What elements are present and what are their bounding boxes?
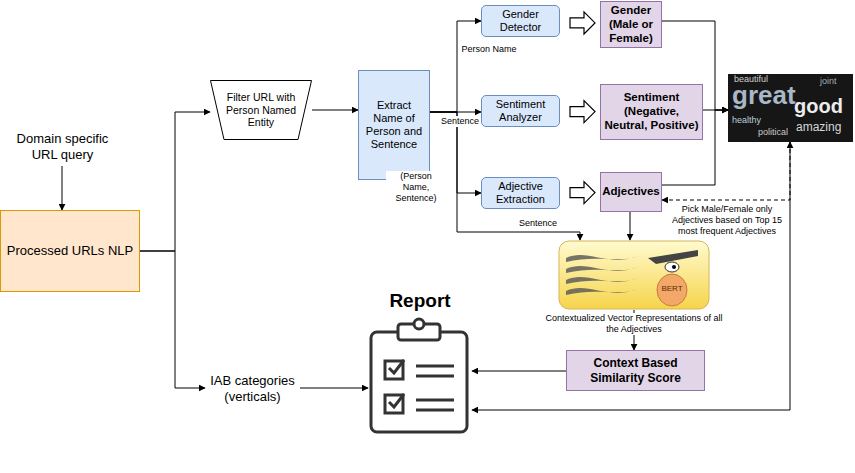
bert-picture [558,240,710,310]
output-box: Sentiment (Negative, Neutral, Positive) [600,84,703,140]
node-text: Sentiment (Negative, Neutral, Positive) [604,91,699,132]
process-box: Processed URLs NLP [0,210,140,292]
connector [630,212,631,240]
block-arrow [570,12,595,34]
node-text: Gender Detector [485,8,556,34]
edge-label: Sentence [518,218,558,229]
block-arrow [570,101,595,123]
node-text: amazing [796,121,841,133]
connector [312,110,358,111]
connector [662,142,790,200]
node-text: Gender (Male or Female) [604,4,658,45]
node-text: IAB categories (verticals) [208,373,297,404]
report-clipboard: Report [368,288,472,435]
connector [300,388,368,389]
output-box: Adjectives [600,172,662,212]
filter-trapezoid: Filter URL with Person Named Entity [210,80,312,140]
connector [472,142,790,410]
node-text: great [732,82,796,108]
note-label: Contextualized Vector Representations of… [538,313,730,335]
process-box: Sentiment Analyzer [481,95,560,127]
node-text: Filter URL with Person Named Entity [222,91,300,129]
node-text: joint [820,77,837,86]
connector [472,371,566,372]
node-text: Adjective Extraction [485,180,556,206]
node-text: Sentiment Analyzer [485,98,556,124]
node-text: Context Based Similarity Score [570,356,701,385]
word-cloud: beautifulgreatjointgoodhealthyamazingpol… [728,74,853,142]
node-text: political [758,128,788,137]
output-box: Gender (Male or Female) [600,1,662,48]
note-label: (Person Name, Sentence) [386,171,446,203]
edge-label: Sentence [440,116,480,127]
edge-label: Person Name [460,44,518,55]
process-box: Gender Detector [481,5,560,37]
node-text: Extract Name of Person and Sentence [361,99,427,152]
connector [430,112,580,240]
edge-label: Pick Male/Female only Adjectives based o… [670,204,784,236]
node-text: BERT [660,284,684,294]
block-arrow [570,182,595,204]
process-box: Extract Name of Person and Sentence [358,70,430,180]
bert-illustration: BERT [558,240,710,310]
node-text: good [794,96,843,116]
category-text: IAB categories (verticals) [205,370,300,408]
connector [430,21,481,112]
process-box: Adjective Extraction [481,177,560,209]
node-text: healthy [732,116,761,125]
report-title: Report [389,290,450,313]
node-text: Processed URLs NLP [7,243,133,259]
query-text: Domain specific URL query [5,128,120,166]
node-text: Adjectives [602,185,660,199]
connector [62,166,63,210]
connector [140,112,210,251]
node-text: Domain specific URL query [8,131,117,162]
connector [140,251,205,388]
output-box: Context Based Similarity Score [566,350,705,391]
